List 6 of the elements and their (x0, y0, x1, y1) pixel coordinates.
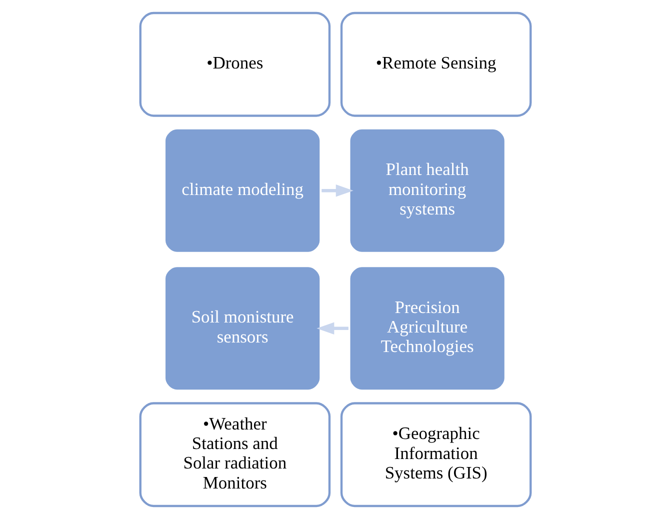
arrow (316, 322, 348, 334)
node-box: •Weather Stations and Solar radiation Monitors (138, 402, 330, 508)
node-box: •Geographic Information Systems (GIS) (340, 402, 532, 508)
node-box: •Remote Sensing (340, 12, 532, 117)
arrow (321, 184, 353, 197)
node-box: •Drones (138, 12, 330, 117)
